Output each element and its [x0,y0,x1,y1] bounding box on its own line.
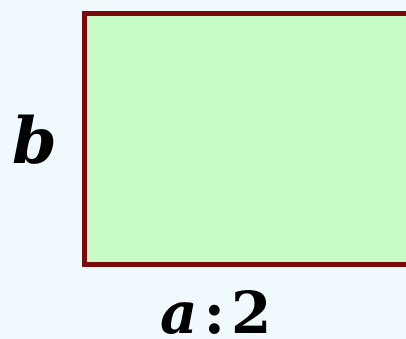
side-label-b: b [12,104,57,179]
bottom-label-number: 2 [231,279,272,339]
rectangle-shape [82,11,406,267]
bottom-label-variable: a [160,279,198,339]
bottom-label: a:2 [160,284,271,339]
bottom-label-operator: : [203,279,226,339]
